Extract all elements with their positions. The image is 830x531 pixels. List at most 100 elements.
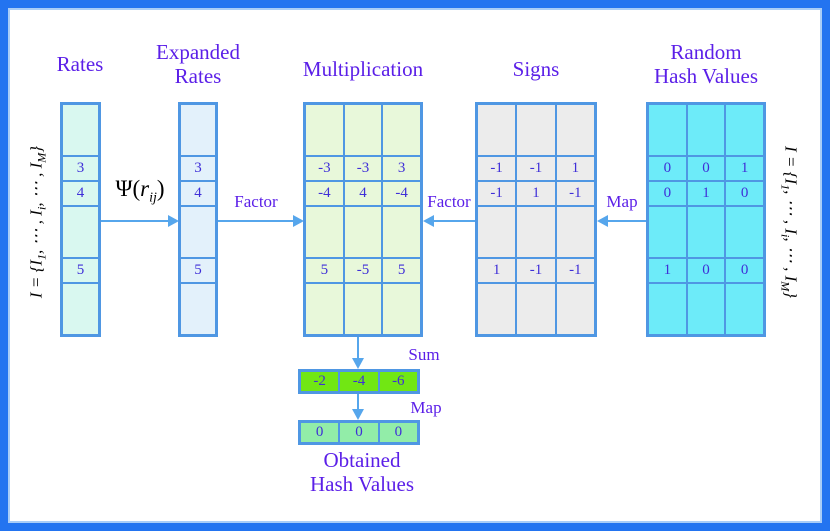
table-cell: [725, 206, 765, 258]
sum-label: Sum: [408, 345, 440, 364]
table-cell: [686, 206, 726, 258]
map-label-upper: Map: [606, 192, 638, 211]
psi-function-label: Ψ(rij): [115, 176, 165, 206]
table-row: [477, 104, 595, 156]
table-row: 5: [62, 258, 99, 283]
table-row: [477, 206, 595, 258]
factor-label-right: Factor: [427, 192, 471, 211]
table-row: [62, 104, 99, 156]
table-cell: [477, 206, 517, 258]
table-cell: -4: [339, 371, 379, 392]
arrow-line-multiplication-to-sum: [357, 337, 359, 359]
table-cell: 1: [555, 156, 595, 181]
table-row: [62, 206, 99, 258]
arrowhead-down-icon: [352, 358, 364, 369]
table-row: [648, 206, 765, 258]
table-cell: [516, 283, 556, 335]
table-cell: -1: [477, 156, 517, 181]
random-hash-values-title: Random Hash Values: [626, 40, 786, 88]
table-row: [180, 104, 216, 156]
table-cell: -3: [305, 156, 344, 181]
table-cell: 0: [648, 156, 687, 181]
table-cell: -1: [555, 258, 595, 283]
table-cell: 0: [725, 181, 765, 206]
table-cell: -6: [378, 371, 418, 392]
table-cell: [477, 283, 517, 335]
table-cell: 1: [725, 156, 765, 181]
arrowhead-right-icon: [293, 215, 304, 227]
table-cell: 5: [62, 258, 99, 283]
table-cell: [555, 283, 595, 335]
table-row: -2-4-6: [300, 371, 418, 392]
table-cell: [305, 283, 344, 335]
multiplication-title: Multiplication: [302, 57, 424, 81]
table-cell: 0: [725, 258, 765, 283]
table-cell: [516, 104, 556, 156]
table-row: [648, 283, 765, 335]
table-cell: -4: [305, 181, 344, 206]
table-cell: 3: [62, 156, 99, 181]
arrowhead-left-icon: [597, 215, 608, 227]
table-cell: [180, 206, 216, 258]
table-cell: [305, 206, 344, 258]
table-row: 3: [180, 156, 216, 181]
table-cell: [180, 104, 216, 156]
factor-label-left: Factor: [234, 192, 278, 211]
table-cell: 0: [648, 181, 687, 206]
table-cell: 1: [648, 258, 687, 283]
table-cell: 4: [343, 181, 383, 206]
sum-result-row: -2-4-6: [298, 369, 420, 394]
table-row: [62, 283, 99, 335]
arrow-line-expanded-to-multiplication: [218, 220, 293, 222]
random-hash-values-title-line2: Hash Values: [653, 64, 758, 88]
table-cell: [477, 104, 517, 156]
table-cell: [516, 206, 556, 258]
table-row: [180, 206, 216, 258]
table-cell: -1: [555, 181, 595, 206]
table-cell: -1: [477, 181, 517, 206]
table-cell: [382, 104, 422, 156]
table-cell: [555, 104, 595, 156]
expanded-rates-title-line1: Expanded: [156, 40, 240, 64]
table-cell: [62, 104, 99, 156]
rates-title: Rates: [56, 52, 104, 76]
table-row: 4: [62, 181, 99, 206]
table-cell: [382, 206, 422, 258]
table-row: [305, 283, 422, 335]
table-cell: [62, 206, 99, 258]
table-cell: [648, 283, 687, 335]
diagram-canvas: Rates Expanded Rates Multiplication Sign…: [8, 8, 822, 523]
arrow-line-rates-to-expanded: [101, 220, 168, 222]
expanded-rates-title: Expanded Rates: [133, 40, 263, 88]
table-cell: [648, 104, 687, 156]
table-cell: 1: [686, 181, 726, 206]
table-cell: -2: [300, 371, 340, 392]
table-cell: [555, 206, 595, 258]
table-cell: -5: [343, 258, 383, 283]
table-cell: [343, 104, 383, 156]
table-cell: [725, 283, 765, 335]
table-cell: [725, 104, 765, 156]
table-cell: 0: [686, 156, 726, 181]
table-row: [305, 206, 422, 258]
table-cell: -1: [516, 258, 556, 283]
table-cell: 0: [300, 422, 340, 443]
table-cell: [382, 283, 422, 335]
table-row: 1-1-1: [477, 258, 595, 283]
table-cell: [180, 283, 216, 335]
expanded-rates-title-line2: Rates: [174, 64, 222, 88]
item-set-label-right: I = {I1, ⋯ , Ii, ⋯ , IM}: [778, 145, 801, 299]
table-cell: -1: [516, 156, 556, 181]
table-cell: 5: [180, 258, 216, 283]
table-cell: 5: [305, 258, 344, 283]
